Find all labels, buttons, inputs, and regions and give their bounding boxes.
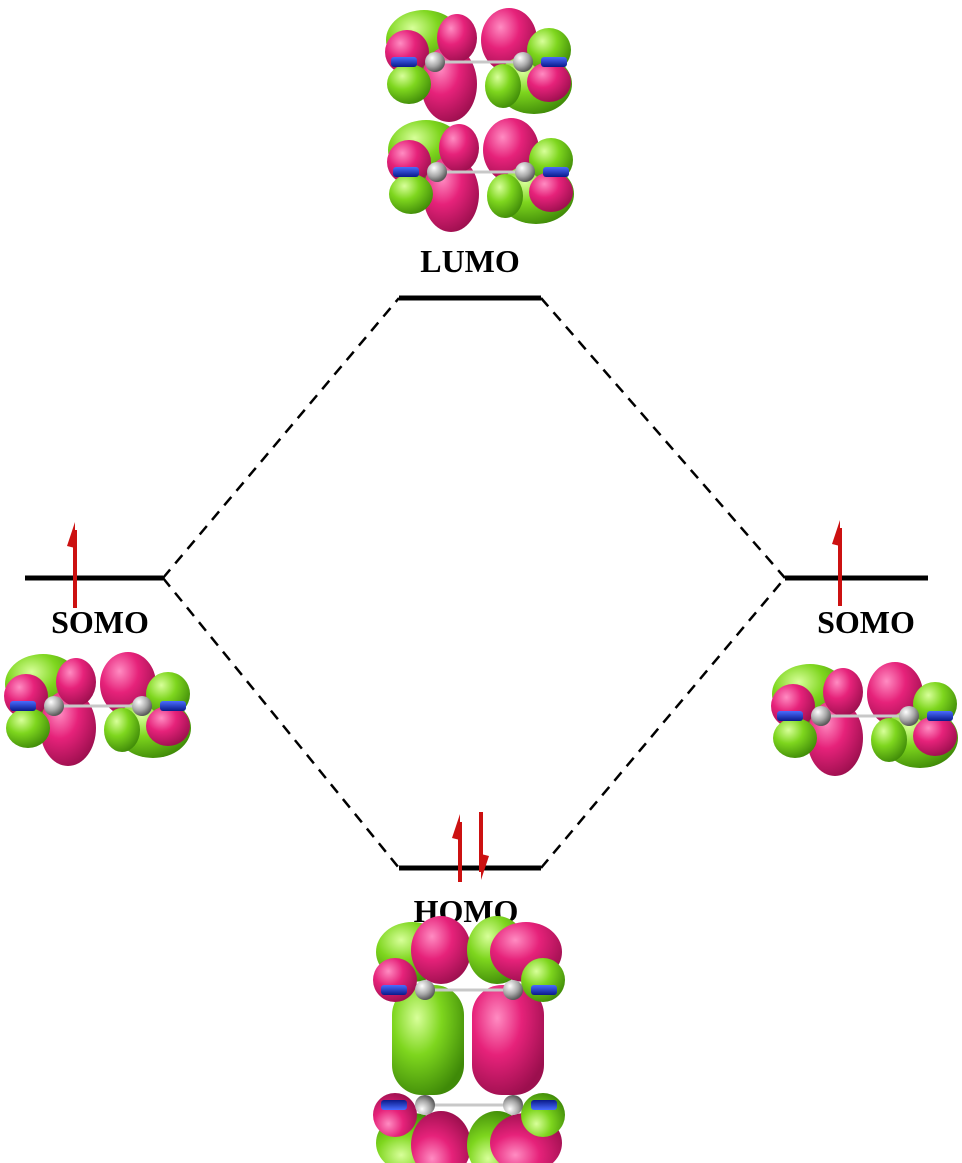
electron-up-arrow xyxy=(832,520,842,606)
lumo-orbital-image-top xyxy=(383,6,574,124)
correlation-line-right-homo xyxy=(540,577,786,869)
homo-orbital-image xyxy=(371,914,567,1163)
somo-left-orbital-image xyxy=(2,650,193,768)
somo-right-label: SOMO xyxy=(817,604,915,640)
correlation-line-right-lumo xyxy=(540,297,786,579)
electron-up-arrow xyxy=(452,814,462,882)
electron-up-arrow xyxy=(67,522,77,608)
lumo-orbital-image-bottom xyxy=(385,116,576,234)
electron-down-arrow xyxy=(479,812,489,880)
somo-right-orbital-image xyxy=(769,660,960,778)
correlation-line-left-homo xyxy=(162,577,400,869)
lumo-label: LUMO xyxy=(420,243,520,279)
somo-left-label: SOMO xyxy=(51,604,149,640)
correlation-line-left-lumo xyxy=(162,297,400,579)
